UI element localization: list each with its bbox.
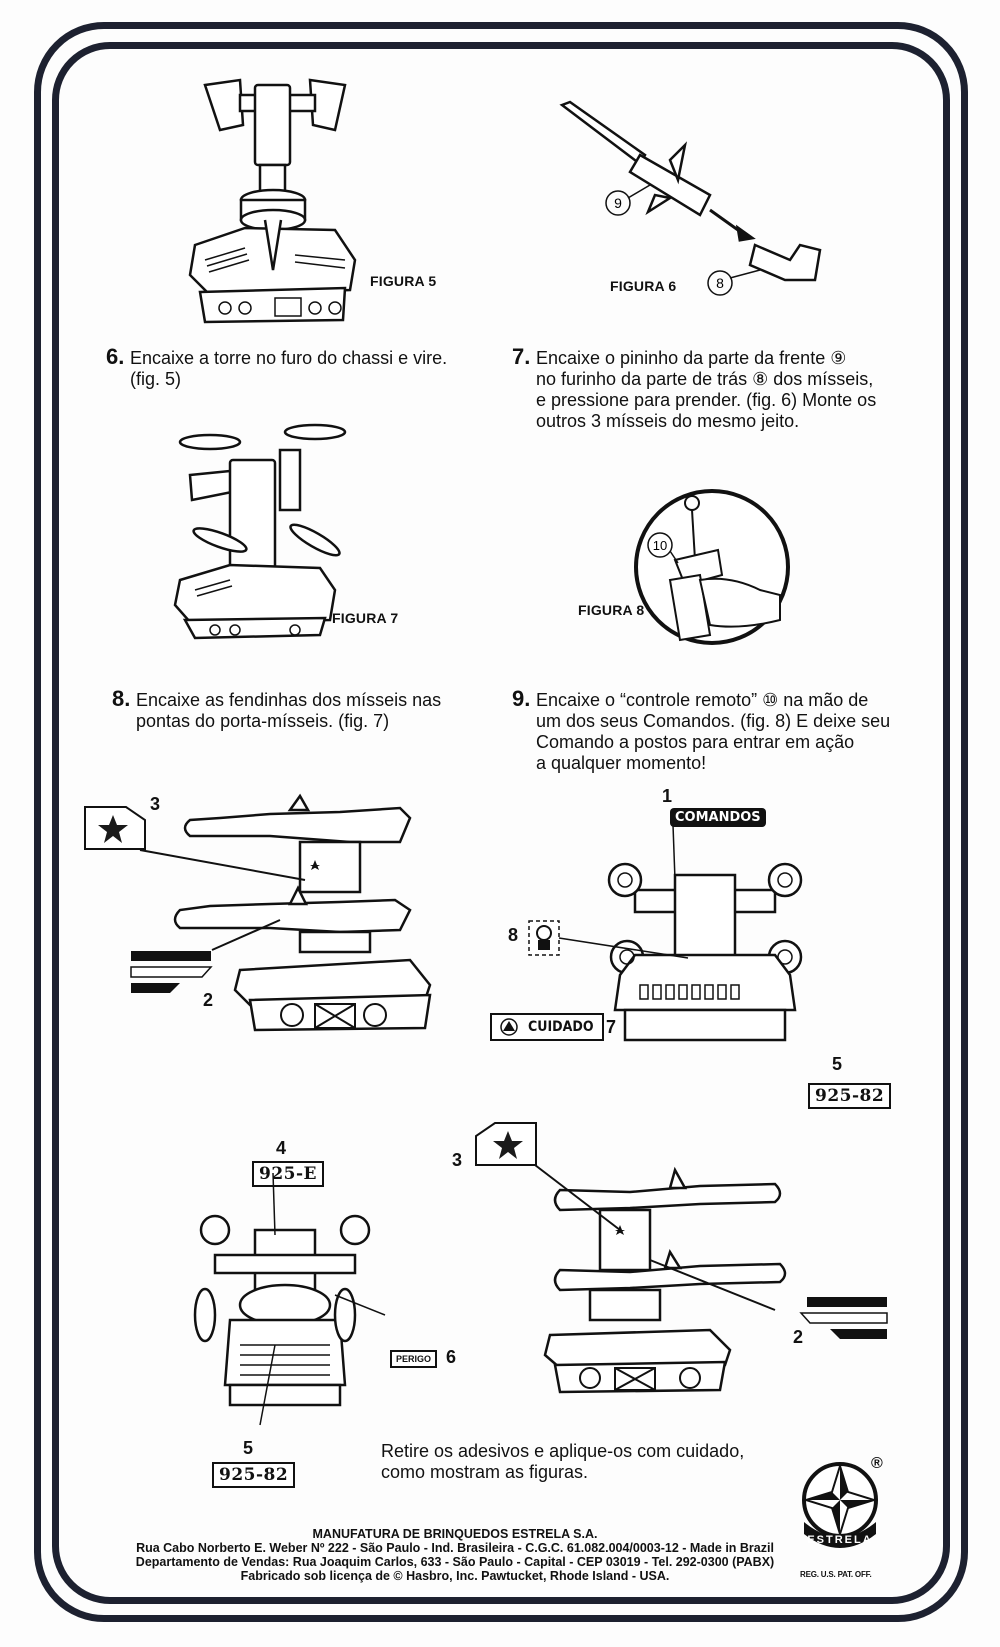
step-6-text: Encaixe a torre no furo do chassi e vire… [130, 348, 448, 389]
figure-6-label: FIGURA 6 [610, 278, 677, 294]
star-sticker-left [84, 806, 146, 850]
plate-sticker-925-82-top: 925-82 [808, 1083, 892, 1109]
sticker-instructions-note: Retire os adesivos e aplique-os com cuid… [381, 1441, 745, 1482]
manufacturer-footer: MANUFATURA DE BRINQUEDOS ESTRELA S.A. Ru… [110, 1527, 800, 1583]
callout-2-right: 2 [793, 1327, 804, 1347]
cuidado-label: CUIDADO [528, 1019, 594, 1035]
figure-7-label: FIGURA 7 [332, 610, 399, 626]
step-9-number: 9. [512, 686, 531, 711]
page-border-outer [34, 22, 968, 1622]
registered-mark: ® [871, 1455, 883, 1472]
hazard-icon [500, 1018, 518, 1036]
footer-license: Fabricado sob licença de © Hasbro, Inc. … [240, 1569, 670, 1583]
figure-5-illustration [188, 78, 357, 324]
step-6: 6. Encaixe a torre no furo do chassi e v… [106, 344, 486, 398]
comandos-logo-sticker: COMANDOS [670, 808, 766, 827]
footer-address: Rua Cabo Norberto E. Weber Nº 222 - São … [136, 1541, 774, 1555]
vehicle-front-view [607, 824, 803, 1042]
stripe-sticker-right [799, 1297, 888, 1339]
callout-1: 1 [662, 786, 673, 806]
step-7: 7. Encaixe o pininho da parte da frente … [512, 344, 912, 438]
helmet-sticker [528, 920, 689, 959]
footer-sales-department: Departamento de Vendas: Rua Joaquim Carl… [135, 1555, 775, 1569]
figure-5-label: FIGURA 5 [370, 273, 437, 289]
plate-sticker-925-82-bottom: 925-82 [212, 1462, 296, 1488]
callout-8-sticker: 8 [508, 925, 519, 945]
step-8-number: 8. [112, 686, 131, 711]
callout-3-right: 3 [452, 1150, 463, 1170]
estrela-logo-text: ESTRELA [807, 1534, 872, 1546]
figure-7-illustration [173, 423, 347, 640]
cuidado-sticker: CUIDADO [490, 1013, 604, 1041]
figure-6-illustration: 9 8 [559, 100, 822, 296]
vehicle-side-view-right [534, 1164, 787, 1394]
footer-company-name: MANUFATURA DE BRINQUEDOS ESTRELA S.A. [312, 1527, 598, 1541]
callout-2-left: 2 [203, 990, 214, 1010]
perigo-sticker: PERIGO [390, 1350, 438, 1368]
figure-8-illustration: 10 [634, 489, 790, 645]
reg-us-pat-off: REG. U.S. PAT. OFF. [800, 1570, 872, 1579]
callout-5-bottom: 5 [243, 1438, 254, 1458]
step-8-text: Encaixe as fendinhas dos mísseis nas pon… [136, 690, 442, 731]
step-7-text: Encaixe o pininho da parte da frente ⑨ n… [536, 348, 877, 431]
estrela-logo: ESTRELA [802, 1462, 878, 1548]
callout-5-top: 5 [832, 1054, 843, 1074]
callout-4: 4 [276, 1138, 287, 1158]
vehicle-rear-view [193, 1172, 386, 1426]
plate-sticker-925-e: 925-E [252, 1161, 324, 1187]
callout-3-left: 3 [150, 794, 161, 814]
star-sticker-right [475, 1122, 537, 1166]
callout-8: 8 [716, 275, 724, 291]
vehicle-side-view-left [139, 793, 432, 1032]
callout-9: 9 [614, 195, 622, 211]
page-border-inner [52, 42, 950, 1604]
step-9: 9. Encaixe o “controle remoto” ⑩ na mão … [512, 686, 912, 780]
stripe-sticker-left [130, 951, 213, 993]
callout-10: 10 [653, 538, 667, 553]
step-7-number: 7. [512, 344, 531, 369]
step-6-number: 6. [106, 344, 125, 369]
figure-8-label: FIGURA 8 [578, 602, 645, 618]
callout-6: 6 [446, 1347, 457, 1367]
step-8: 8. Encaixe as fendinhas dos mísseis nas … [112, 686, 492, 740]
step-9-text: Encaixe o “controle remoto” ⑩ na mão de … [536, 690, 891, 773]
callout-7: 7 [606, 1017, 617, 1037]
